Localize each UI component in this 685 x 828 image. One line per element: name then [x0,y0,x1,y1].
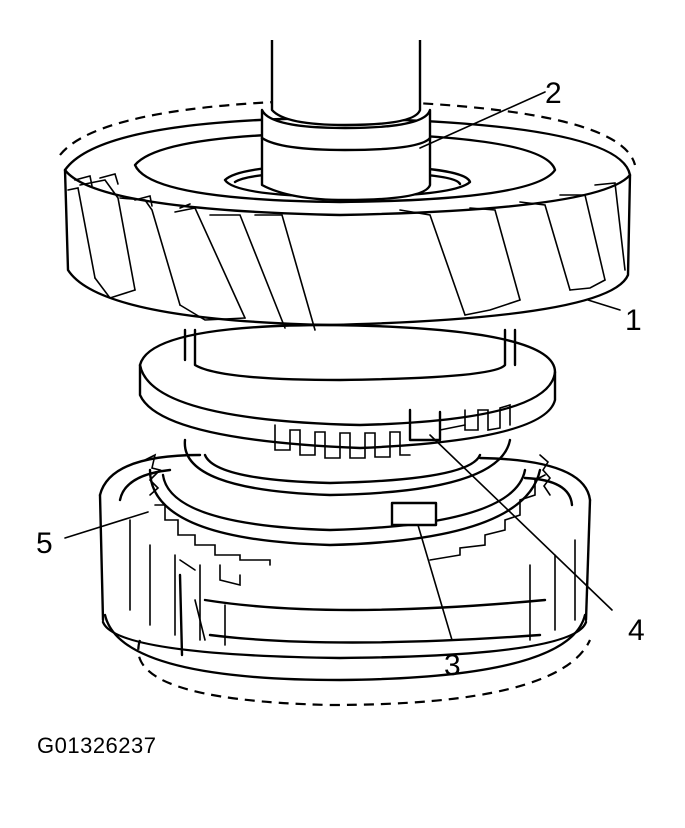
callout-label-3: 3 [444,649,461,682]
callout-leader-lines [64,91,621,641]
helical-gear [59,98,637,331]
blocker-key [390,501,438,527]
leader-line-4 [429,434,613,611]
leader-line-1 [587,299,621,311]
leader-line-5 [64,511,149,539]
lower-blocker-ring [144,453,552,587]
leader-line-3 [414,514,453,641]
callout-label-5: 5 [36,527,53,560]
callout-label-4: 4 [628,614,645,647]
callout-label-2: 2 [545,77,562,110]
output-shaft [193,40,507,382]
hub-inner-cone [183,438,512,497]
callout-label-1: 1 [625,304,642,337]
figure-id: G01326237 [37,733,157,758]
leader-line-2 [419,91,546,149]
upper-blocker-ring [138,323,557,459]
synchronizer-hub [98,453,592,707]
